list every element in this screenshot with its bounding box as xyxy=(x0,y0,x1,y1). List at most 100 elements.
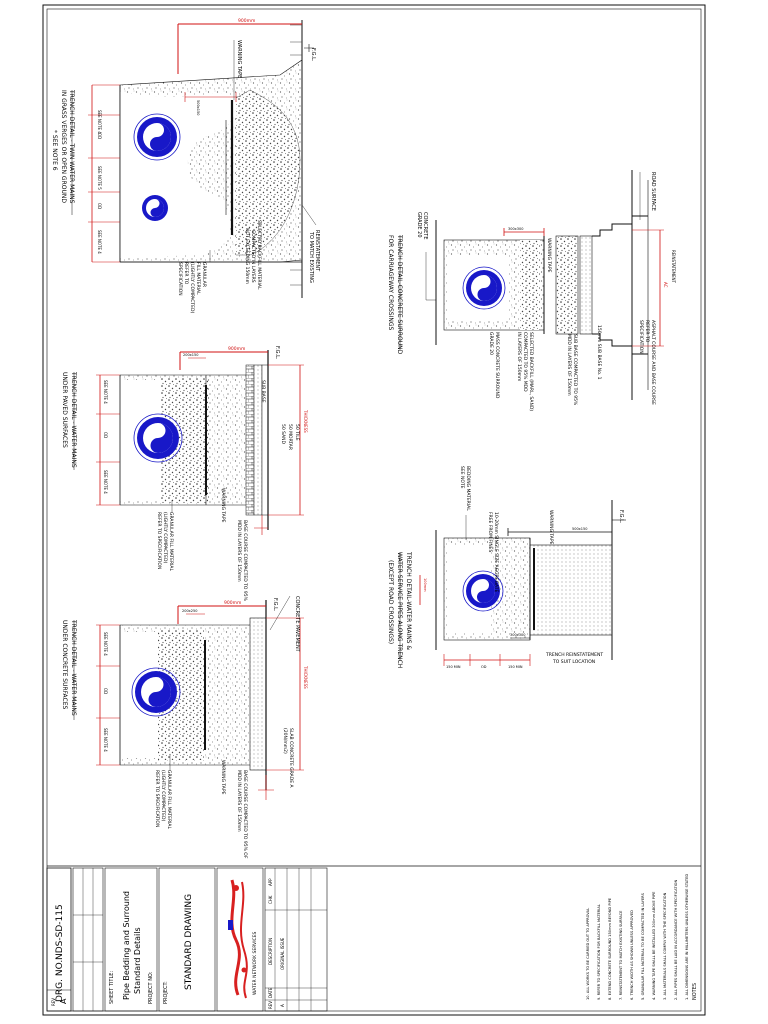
logo-caption: WATER NETWORK SERVICES xyxy=(252,931,258,995)
d3-base-2: MDD IN LAYERS OF 150mm xyxy=(236,770,242,832)
d5-aggregate-1: 10-20mm SINGLE SIZE AGGREGATE xyxy=(493,512,499,593)
d2-title-2: UNDER PAVED SURFACES xyxy=(61,372,68,448)
d1-warning: WARNING TAPE xyxy=(236,40,242,78)
project-label: PROJECT: xyxy=(163,981,169,1004)
d4-asphalt-2: REFER TO xyxy=(644,320,650,343)
d5-title-1: TRENCH DETAIL-WATER MAINS & xyxy=(405,551,412,650)
notes-list: 1. ALL DIMENSIONS ARE IN MILLIMETERS UNL… xyxy=(586,874,689,1000)
d1-title-2: IN GRASS VERGES OR OPEN GROUND xyxy=(60,90,67,203)
d5-reinstatement-1: TRENCH REINSTATEMENT xyxy=(545,652,603,658)
detail-carriageway: 300x300 AC REINSTATEMENT ROAD SURFACE AS… xyxy=(387,170,676,411)
d4-warning: WARNING TAPE xyxy=(546,238,552,273)
drawing-number-box xyxy=(46,867,72,1012)
note-line: 5. GRANULAR FILL MATERIAL TO BE COMPACTE… xyxy=(641,892,645,1000)
d5-fgl: F.G.L. xyxy=(618,510,624,524)
d1-width-dim: 900mm xyxy=(238,18,255,24)
d3-thickness: THICKNESS xyxy=(303,665,308,689)
d2-warning: WARNING TAPE xyxy=(220,488,226,523)
d4-road: ROAD SURFACE xyxy=(650,172,656,211)
d5-title-3: (EXCEPT ROAD CROSSINGS) xyxy=(387,560,394,644)
note-line: 6. TRENCH WIDTH AS SHOWN UNLESS APPROVED xyxy=(630,910,634,1000)
note-line: 1. ALL DIMENSIONS ARE IN MILLIMETERS UNL… xyxy=(685,874,689,1000)
d1-granular-4: REFER TO xyxy=(183,262,189,285)
note-line: 4. WARNING TAPE SHALL BE INSTALLED 300mm… xyxy=(652,891,656,1000)
revision-table xyxy=(264,867,328,1012)
revision-row-rev: A xyxy=(280,1004,285,1007)
d2-fgl: F.G.L. xyxy=(274,346,280,360)
d4-selected-2: COMPACTED TO 95% MDD xyxy=(522,332,528,392)
detail-service-pipes: 500x150 300x300 150 MIN OD 150 MIN 100mm… xyxy=(387,466,626,669)
revision-header-app: APP xyxy=(268,878,273,886)
d1-dim-5: SEE NOTE 4 xyxy=(97,230,102,254)
drawing-number-label: DRG. NO. xyxy=(55,960,65,1002)
revision-header-date: DATE xyxy=(268,987,273,998)
d4-grade: GRADE 20 xyxy=(416,212,422,238)
d3-pavement: CONCRETE PAVEMENT xyxy=(294,596,300,653)
d1-topsoil-2: TO MATCH EXISTING xyxy=(308,231,314,283)
d1-dim-4: OD xyxy=(97,203,102,209)
d5-title-2: WATER SERVICE PIPES ALONG TRENCH xyxy=(396,552,403,668)
sheet-title-label: SHEET TITLE: xyxy=(109,971,115,1004)
d4-selected-1: SELECTED BACKFILL (MARL, SAND) xyxy=(528,332,534,411)
pipe-large xyxy=(133,113,181,161)
d4-selected-3: IN LAYERS OF 150mm xyxy=(516,332,522,381)
notes-title: NOTES xyxy=(692,983,698,1000)
d2-base-2: MDD IN LAYERS OF 150mm xyxy=(236,520,242,582)
d5-reinstatement-2: TO SUIT LOCATION xyxy=(552,659,595,665)
d1-backfill-2: COMPACTED IN LAYERS xyxy=(250,230,256,283)
d3-fgl: F.G.L. xyxy=(272,598,278,612)
d5-dim-3: 150 MIN xyxy=(508,665,523,669)
d4-reinstatement: REINSTATEMENT xyxy=(671,250,676,284)
d4-title-1: TRENCH DETAIL-CONCRETE SURROUND xyxy=(396,234,403,355)
d1-granular-5: SPECIFICATION xyxy=(177,262,183,296)
d2-thickness: THICKNESS xyxy=(303,409,308,433)
project-box xyxy=(158,867,216,1012)
d1-topsoil-1: REINSTATEMENT xyxy=(314,230,320,272)
d1-granular-3: (LIGHTLY COMPACTED) xyxy=(189,262,195,313)
d1-fgl: F.G.L. xyxy=(310,48,316,62)
note-line: 10. ALL WORKS TO BE CARRIED OUT TO APPRO… xyxy=(586,908,590,1000)
d1-dim-3: SEE NOTE 5 xyxy=(97,166,102,190)
d3-dim-1: SEE NOTE 4 xyxy=(103,632,108,656)
sheet-title-line-2: Standard Details xyxy=(133,927,142,994)
d1-title-1: TRENCH DETAIL - TWIN WATER MAINS xyxy=(68,89,75,204)
d4-offset-dim: 300x300 xyxy=(508,227,523,231)
d3-width-dim: 900mm xyxy=(224,600,241,606)
note-line: 7. REINSTATEMENT TO MATCH EXISTING SURFA… xyxy=(619,910,623,1000)
d5-bedding-2: SEE NOTE xyxy=(459,466,465,489)
d4-sub-base-1: SUB BASE COMPACTED TO 95% xyxy=(572,334,578,406)
d5-offset-dim: 500x150 xyxy=(572,527,587,531)
d5-depth-dim: 100mm xyxy=(423,578,427,592)
d4-title-2: FOR CARRIAGEWAY CROSSINGS xyxy=(387,235,394,331)
drawing-number: NDS-SD-115 xyxy=(55,904,65,960)
d4-ac-dim: AC xyxy=(663,282,668,288)
d2-width-dim: 900mm xyxy=(228,346,245,352)
d3-dim-3: SEE NOTE 4 xyxy=(103,728,108,752)
sheet-title-box xyxy=(104,867,158,1012)
pipe-carriageway xyxy=(462,266,506,310)
revision-row-description: ORIGINAL ISSUE xyxy=(280,937,285,970)
company-logo-icon xyxy=(228,879,248,999)
d1-granular-1: GRANULAR xyxy=(201,262,207,287)
d2-tile: 50 TILE xyxy=(294,424,300,441)
revision-value: A xyxy=(59,998,68,1004)
d1-dim-2: OD xyxy=(97,133,102,139)
d1-backfill-1: SELECTED BACKFILL MATERIAL xyxy=(256,220,262,290)
pipe-paved xyxy=(133,413,183,463)
logo-box xyxy=(216,867,264,1012)
d5-aggregate-2: FREE FROM FINES xyxy=(487,512,493,553)
title-block: DRG. NO. NDS-SD-115 REV A SHEET TITLE: P… xyxy=(46,865,701,1012)
d2-base-1: BASE COURSE COMPACTED TO 95% xyxy=(242,520,248,602)
d2-granular-3: REFER TO SPECIFICATION xyxy=(156,512,162,569)
d3-base-1: BASE COURSE COMPACTED TO 95% OF xyxy=(242,770,248,859)
d2-granular-2: (LIGHTLY COMPACTED) xyxy=(162,512,168,563)
note-line: 2. ALL PIPES SHALL BE LAID IN ACCORDANCE… xyxy=(674,880,678,1000)
d3-slab-2: (20N/mm2) xyxy=(282,728,288,754)
detail-concrete: 900mm 200x250 SEE NOTE 4 OD SEE NOTE 4 T… xyxy=(61,595,308,859)
revision-header-description: DESCRIPTION xyxy=(268,938,273,965)
d4-asphalt-3: SPECIFICATION xyxy=(638,320,644,354)
pipe-concrete xyxy=(131,667,181,717)
d2-granular-1: GRANULAR FILL MATERIAL xyxy=(168,512,174,572)
d2-offset-dim: 200x150 xyxy=(183,353,198,357)
